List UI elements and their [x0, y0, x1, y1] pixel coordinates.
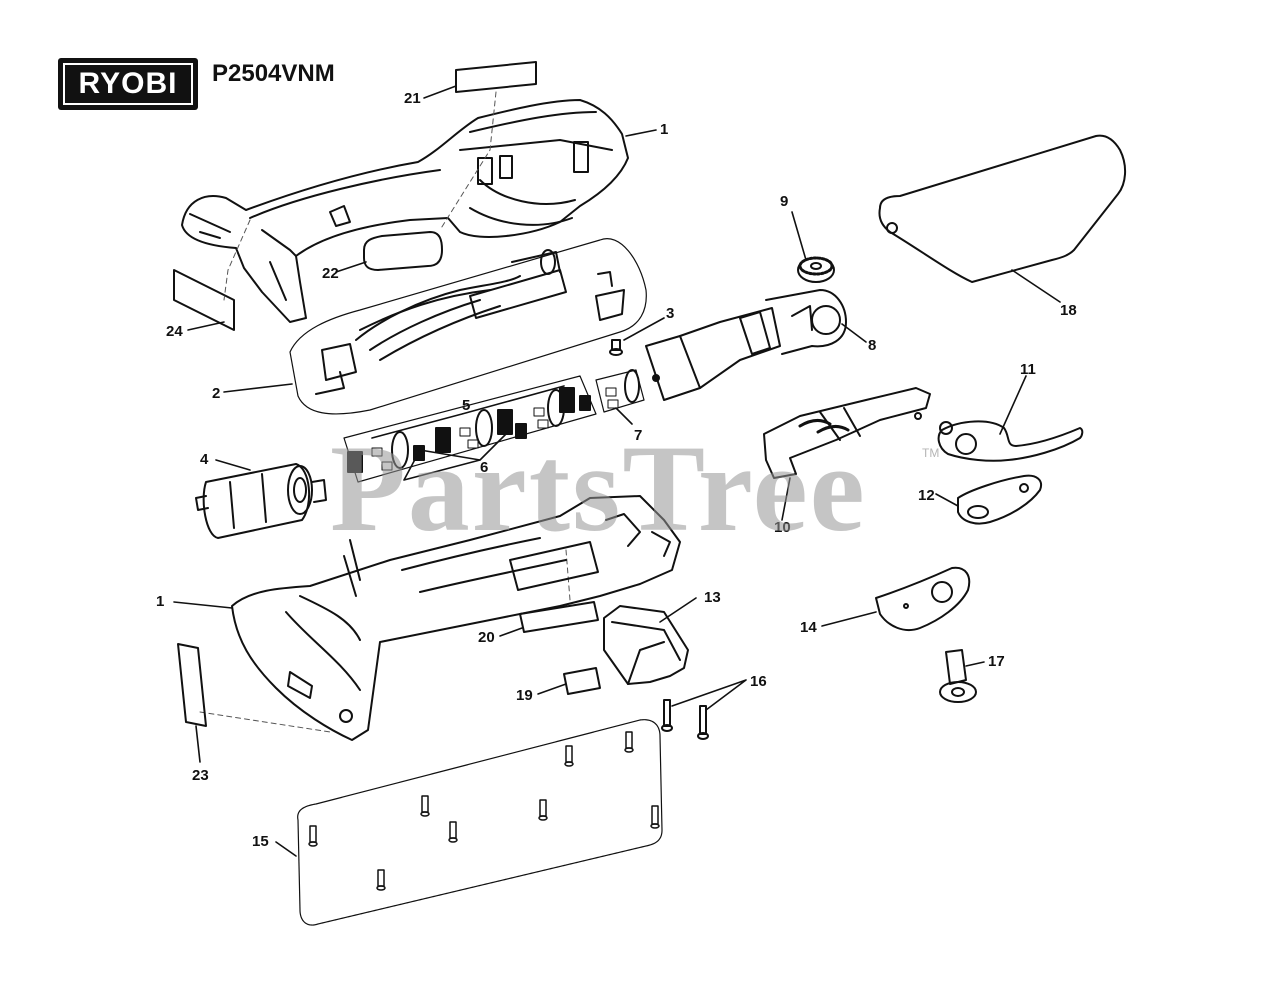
callout-9: 9 [780, 193, 788, 210]
part-10-trigger[interactable] [763, 387, 931, 479]
label-22[interactable] [363, 231, 443, 271]
callout-16: 16 [750, 673, 767, 690]
part-2-wiring-group[interactable] [289, 238, 647, 415]
callout-13: 13 [704, 589, 721, 606]
ryobi-logo: RYOBI [58, 58, 198, 110]
label-19[interactable] [563, 667, 601, 695]
callout-6: 6 [480, 459, 488, 476]
part-1-upper-housing[interactable] [181, 99, 629, 323]
callout-2: 2 [212, 385, 220, 402]
leader-lines [173, 85, 1061, 857]
partstree-watermark: PartsTree [330, 420, 867, 557]
part-1-lower-housing[interactable] [231, 495, 681, 741]
label-21[interactable] [455, 61, 537, 93]
model-number: P2504VNM [212, 60, 335, 87]
part-15-screw-group[interactable] [297, 719, 663, 926]
callout-1-upper: 1 [660, 121, 668, 138]
callout-19: 19 [516, 687, 533, 704]
callout-1-lower: 1 [156, 593, 164, 610]
callout-12: 12 [918, 487, 935, 504]
callout-23: 23 [192, 767, 209, 784]
callout-3: 3 [666, 305, 674, 322]
label-20[interactable] [519, 601, 599, 633]
part-8-gear-head[interactable] [645, 289, 847, 401]
part-14-pivot-plate[interactable] [875, 566, 971, 632]
callout-15: 15 [252, 833, 269, 850]
part-12-anvil[interactable] [957, 474, 1042, 525]
callout-8: 8 [868, 337, 876, 354]
part-18-blade-cover[interactable] [878, 134, 1126, 283]
callout-11: 11 [1020, 361, 1036, 378]
callout-17: 17 [988, 653, 1005, 670]
watermark-tm: TM [922, 446, 940, 460]
part-4-motor[interactable] [195, 463, 327, 539]
part-16-screws[interactable] [661, 699, 709, 740]
label-24[interactable] [173, 269, 235, 331]
callout-18: 18 [1060, 302, 1077, 319]
callout-22: 22 [322, 265, 339, 282]
callout-5: 5 [462, 397, 470, 414]
part-9-gear[interactable] [797, 256, 835, 283]
part-3-screw[interactable] [609, 339, 623, 356]
callout-7: 7 [634, 427, 642, 444]
part-13-cover[interactable] [603, 605, 689, 685]
part-17-bolt[interactable] [939, 649, 977, 703]
brand-name: RYOBI [78, 67, 178, 100]
label-23[interactable] [177, 643, 207, 727]
part-5-6-gear-train[interactable] [343, 369, 645, 483]
callout-24: 24 [166, 323, 183, 340]
callout-21: 21 [404, 90, 421, 107]
callout-numbers: 21 1 22 24 2 3 4 5 6 7 8 9 18 11 12 10 1… [156, 90, 1077, 850]
part-11-blade[interactable] [937, 420, 1084, 462]
callout-14: 14 [800, 619, 817, 636]
callout-20: 20 [478, 629, 495, 646]
callout-10: 10 [774, 519, 791, 536]
callout-4: 4 [200, 451, 209, 468]
